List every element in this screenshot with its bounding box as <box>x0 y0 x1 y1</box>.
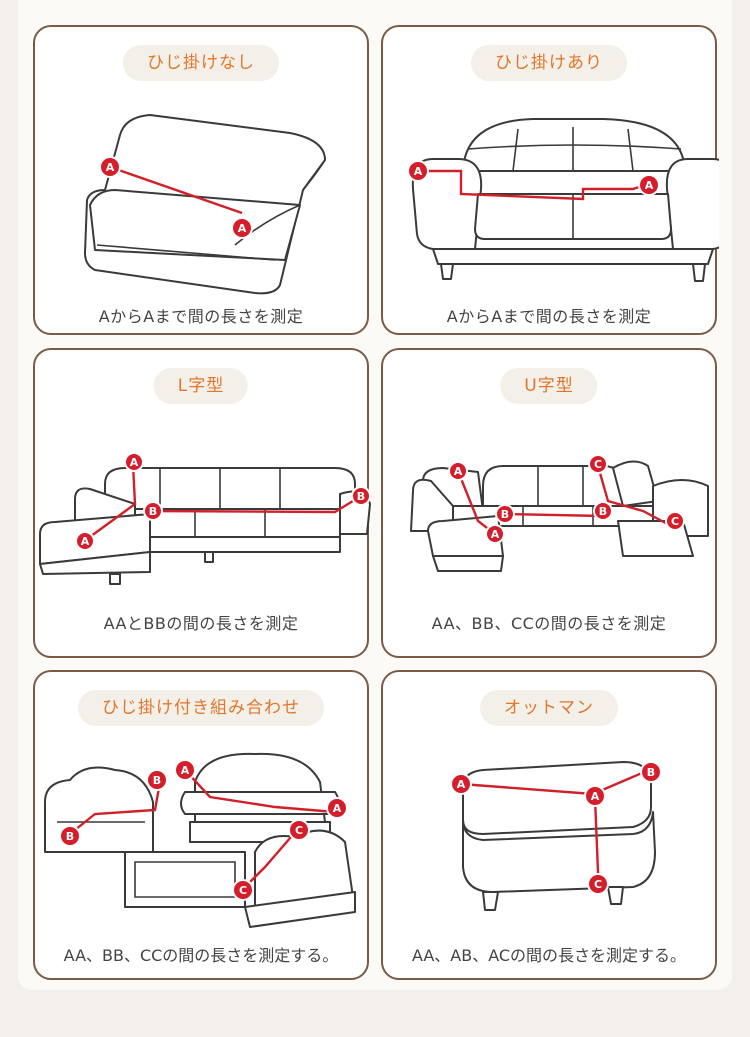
card-u-shaped-sofa: U字型 A A B B C C AA、BB、CCの間の長さを測定 <box>381 348 717 658</box>
card-sofa-set: ひじ掛け付き組み合わせ B B A A C C AA、BB、CCの間の長さを測定… <box>33 670 369 980</box>
svg-text:A: A <box>106 161 115 174</box>
svg-text:B: B <box>153 774 161 787</box>
sofa-set-illustration: B B A A C C <box>44 752 356 928</box>
marker-c: C <box>665 511 685 531</box>
svg-text:A: A <box>414 165 423 178</box>
marker-a: A <box>485 524 505 544</box>
marker-c: C <box>232 879 254 901</box>
svg-text:A: A <box>238 222 247 235</box>
marker-c: C <box>587 873 609 895</box>
marker-a: A <box>99 156 121 178</box>
marker-b: B <box>640 761 662 783</box>
card-caption: AA、AB、ACの間の長さを測定する。 <box>411 946 687 965</box>
marker-a: A <box>124 452 144 472</box>
marker-b: B <box>146 769 168 791</box>
ottoman-illustration: A A B C <box>450 761 662 911</box>
svg-text:C: C <box>295 824 303 837</box>
card-title: U字型 <box>500 368 598 404</box>
svg-text:B: B <box>66 830 74 843</box>
card-l-shaped-sofa: L字型 A A B B AAとBBの間の長さを測定 <box>33 348 371 658</box>
card-title: オットマン <box>480 690 618 726</box>
marker-c: C <box>288 819 310 841</box>
marker-a: A <box>584 785 606 807</box>
card-title: ひじ掛けあり <box>471 45 627 81</box>
card-armed-sofa: ひじ掛けあり A A AからAまで間の長さを測定 <box>381 25 719 335</box>
svg-text:C: C <box>594 878 602 891</box>
svg-text:C: C <box>594 458 602 471</box>
svg-text:B: B <box>501 508 509 521</box>
svg-text:A: A <box>181 764 190 777</box>
marker-a: A <box>326 797 348 819</box>
svg-text:A: A <box>457 778 466 791</box>
marker-b: B <box>351 486 371 506</box>
marker-a: A <box>75 531 95 551</box>
svg-text:B: B <box>599 505 607 518</box>
marker-a: A <box>407 160 429 182</box>
svg-text:A: A <box>454 465 463 478</box>
svg-text:A: A <box>591 790 600 803</box>
svg-text:B: B <box>149 505 157 518</box>
marker-b: B <box>593 501 613 521</box>
marker-a: A <box>174 759 196 781</box>
marker-b: B <box>59 825 81 847</box>
card-caption: AからAまで間の長さを測定 <box>446 307 652 326</box>
svg-text:B: B <box>647 766 655 779</box>
svg-text:B: B <box>357 490 365 503</box>
svg-text:C: C <box>671 515 679 528</box>
svg-text:A: A <box>491 528 500 541</box>
marker-a: A <box>450 773 472 795</box>
marker-b: B <box>143 501 163 521</box>
marker-a: A <box>638 174 660 196</box>
card-title: L字型 <box>153 368 249 404</box>
svg-text:C: C <box>239 884 247 897</box>
card-armless-sofa: ひじ掛けなし A A AからAまで間の長さを測定 <box>33 25 369 335</box>
card-ottoman: オットマン A A B C AA、AB、ACの間の長さを測定する。 <box>381 670 717 980</box>
card-title: ひじ掛けなし <box>123 45 279 81</box>
svg-text:A: A <box>81 535 90 548</box>
card-caption: AA、BB、CCの間の長さを測定する。 <box>63 946 339 965</box>
u-shaped-sofa-illustration: A A B B C C <box>410 454 709 572</box>
card-caption: AからAまで間の長さを測定 <box>98 307 304 326</box>
card-title: ひじ掛け付き組み合わせ <box>78 690 324 726</box>
card-caption: AA、BB、CCの間の長さを測定 <box>431 614 667 633</box>
marker-a: A <box>231 217 253 239</box>
marker-b: B <box>495 504 515 524</box>
armless-sofa-illustration: A A <box>84 114 326 295</box>
armed-sofa-illustration: A A <box>407 118 719 282</box>
card-caption: AAとBBの間の長さを測定 <box>103 614 299 633</box>
svg-text:A: A <box>333 802 342 815</box>
svg-text:A: A <box>130 456 139 469</box>
marker-a: A <box>448 461 468 481</box>
marker-c: C <box>588 454 608 474</box>
l-shaped-sofa-illustration: A A B B <box>39 452 371 585</box>
svg-text:A: A <box>645 179 654 192</box>
